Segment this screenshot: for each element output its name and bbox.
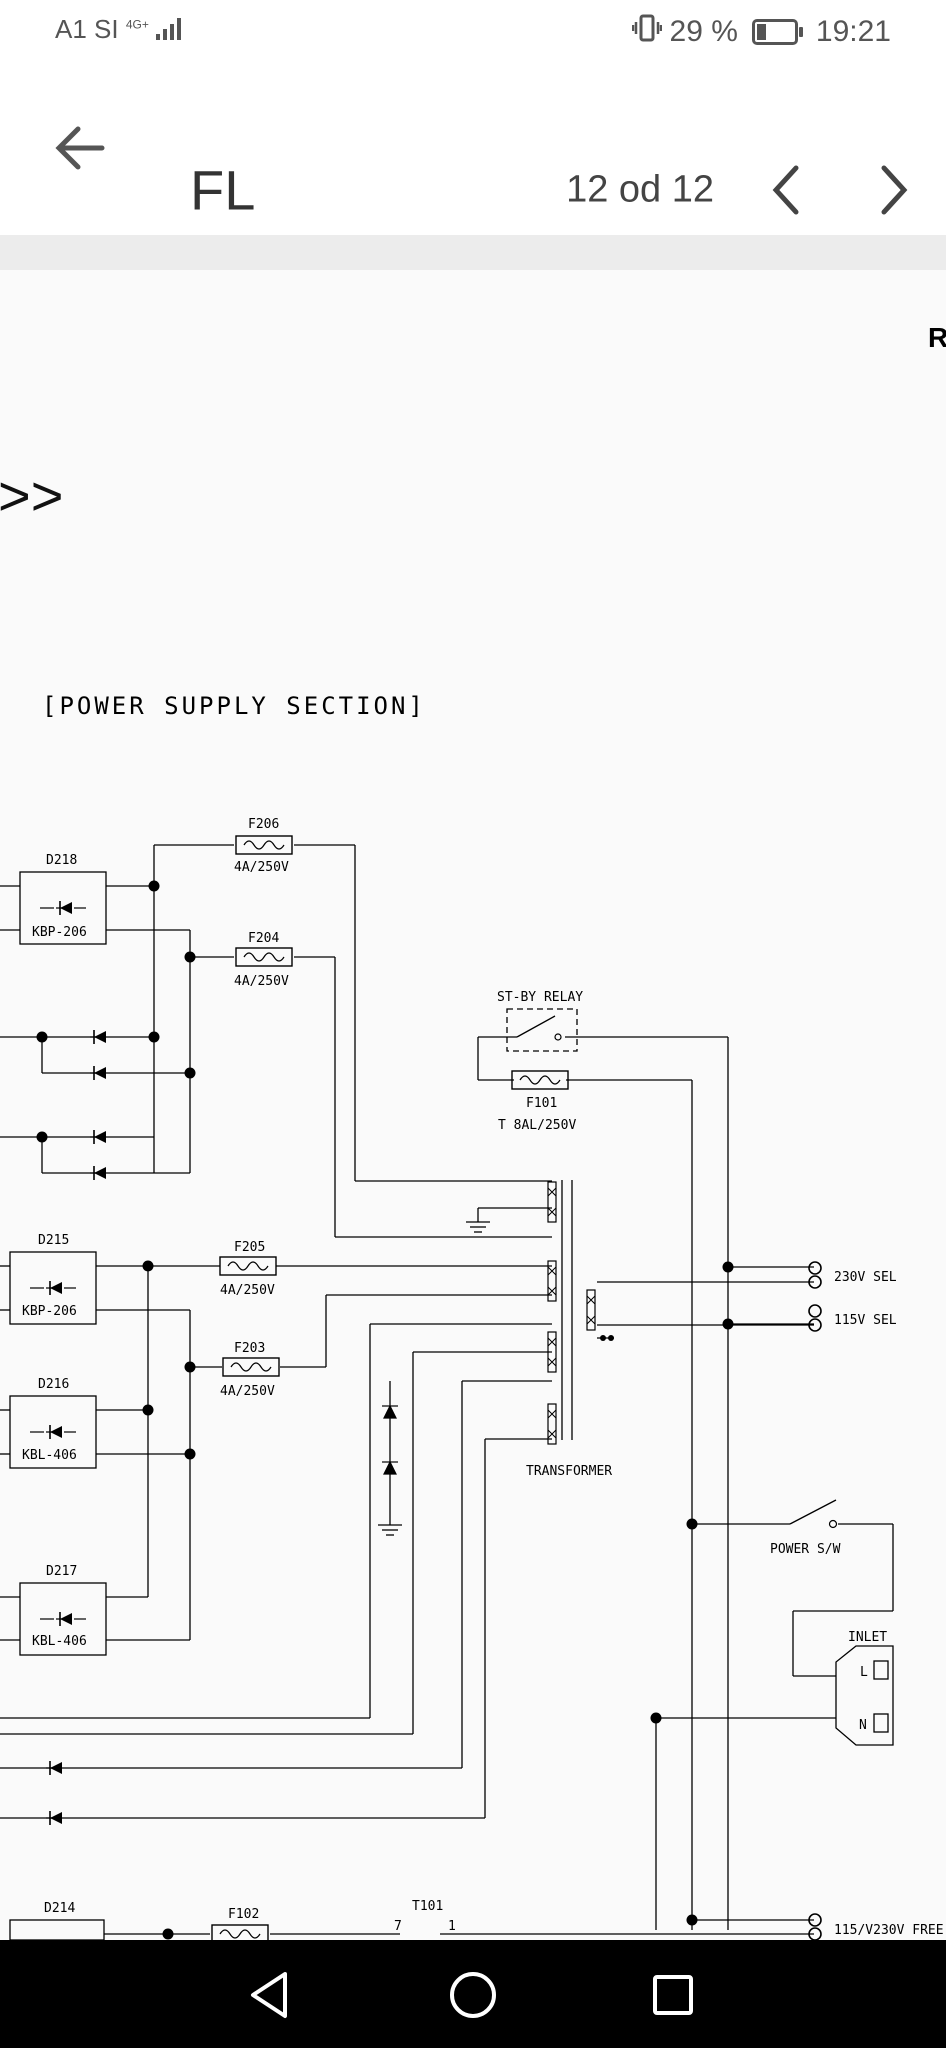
status-right: 29 % 19:21 <box>631 14 891 50</box>
document-title: FL <box>190 158 256 222</box>
label-pin7: 7 <box>394 1919 402 1934</box>
label-f206-rating: 4A/250V <box>234 860 289 875</box>
label-f205-rating: 4A/250V <box>220 1283 275 1298</box>
label-kbl406-a: KBL-406 <box>22 1448 77 1463</box>
system-recents-button[interactable] <box>638 1960 708 2030</box>
label-115v-sel: 115V SEL <box>834 1313 897 1328</box>
label-d214: D214 <box>44 1901 75 1916</box>
status-bar: A1 SI 4G+ 29 % 19:21 <box>0 0 946 70</box>
label-inlet-n: N <box>859 1718 867 1733</box>
clock: 19:21 <box>815 15 891 48</box>
label-d217: D217 <box>46 1564 77 1579</box>
system-home-button[interactable] <box>438 1960 508 2030</box>
back-button[interactable] <box>48 116 112 180</box>
label-f101-rating: T 8AL/250V <box>498 1118 576 1133</box>
label-kbl406-b: KBL-406 <box>32 1634 87 1649</box>
label-pin1: 1 <box>448 1919 456 1934</box>
label-f203: F203 <box>234 1341 265 1356</box>
vibrate-icon <box>631 14 662 50</box>
toolbar-shadow-divider <box>0 235 946 271</box>
triangle-back-icon <box>251 1972 287 2018</box>
power-supply-schematic: R >> [POWER SUPPLY SECTION] <box>0 322 946 1940</box>
app-bar: FL 12 od 12 <box>0 70 946 235</box>
carrier-name: A1 SI <box>55 14 119 44</box>
arrow-marks: >> <box>0 464 63 527</box>
signal-icon <box>156 16 182 47</box>
system-back-button[interactable] <box>235 1960 305 2030</box>
label-d215: D215 <box>38 1233 69 1248</box>
label-f101: F101 <box>526 1096 557 1111</box>
network-type: 4G+ <box>125 17 149 32</box>
label-f206: F206 <box>248 817 279 832</box>
circle-home-icon <box>450 1972 496 2018</box>
label-f102: F102 <box>228 1907 259 1922</box>
label-free: 115/V230V FREE <box>834 1923 944 1938</box>
label-transformer: TRANSFORMER <box>526 1464 612 1479</box>
label-d218: D218 <box>46 853 77 868</box>
battery-icon <box>751 19 803 45</box>
system-navigation-bar <box>0 1940 946 2048</box>
label-t101: T101 <box>412 1899 443 1914</box>
label-f204-rating: 4A/250V <box>234 974 289 989</box>
label-f204: F204 <box>248 931 279 946</box>
label-inlet: INLET <box>848 1630 887 1645</box>
square-recents-icon <box>653 1975 693 2015</box>
chevron-right-icon <box>881 165 908 215</box>
carrier-info: A1 SI 4G+ <box>55 14 182 47</box>
label-d216: D216 <box>38 1377 69 1392</box>
back-arrow-icon <box>55 126 105 170</box>
page-indicator: 12 od 12 <box>566 168 714 211</box>
battery-percent: 29 % <box>669 15 738 48</box>
section-title: [POWER SUPPLY SECTION] <box>42 692 426 720</box>
corner-text: R <box>928 322 946 353</box>
label-kbp206-a: KBP-206 <box>32 925 87 940</box>
label-kbp206-b: KBP-206 <box>22 1304 77 1319</box>
label-230v-sel: 230V SEL <box>834 1270 897 1285</box>
label-inlet-l: L <box>860 1665 868 1680</box>
previous-page-button[interactable] <box>748 150 828 230</box>
label-stby-relay: ST-BY RELAY <box>497 990 583 1005</box>
label-f205: F205 <box>234 1240 265 1255</box>
label-power-sw: POWER S/W <box>770 1542 841 1557</box>
document-viewer[interactable]: R >> [POWER SUPPLY SECTION] <box>0 270 946 1940</box>
chevron-left-icon <box>772 165 799 215</box>
next-page-button[interactable] <box>852 150 932 230</box>
label-f203-rating: 4A/250V <box>220 1384 275 1399</box>
